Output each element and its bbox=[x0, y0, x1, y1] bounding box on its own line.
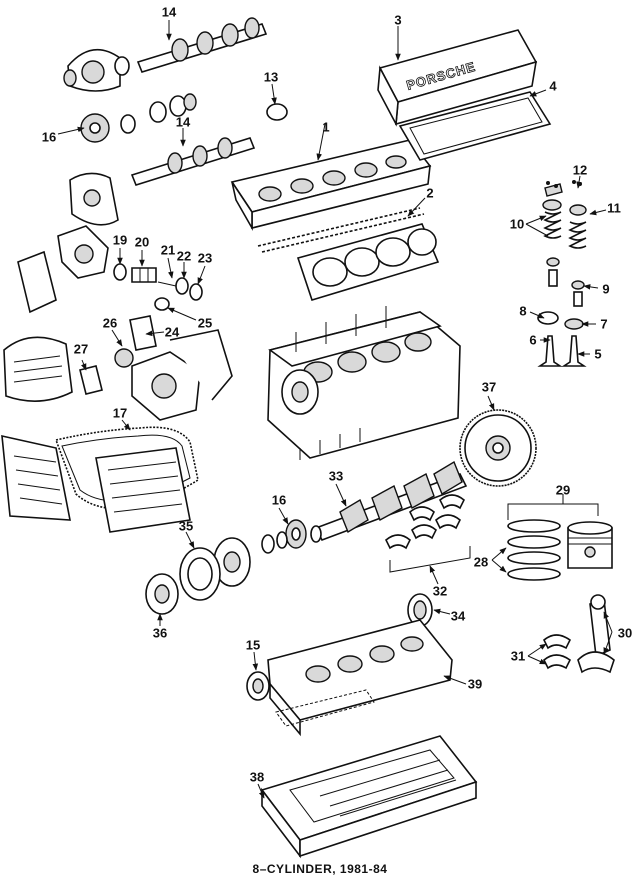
pulleys bbox=[145, 537, 251, 615]
camshaft-upper bbox=[136, 17, 268, 73]
seals-row bbox=[113, 263, 203, 311]
callout-35: 35 bbox=[178, 518, 194, 534]
callout-23: 23 bbox=[197, 250, 213, 266]
oil-pan bbox=[260, 735, 478, 859]
piston-rings bbox=[507, 503, 599, 581]
callout-30: 30 bbox=[617, 625, 633, 641]
callout-29: 29 bbox=[555, 482, 571, 498]
cam-sprocket bbox=[80, 93, 197, 143]
callout-16-lower: 16 bbox=[271, 492, 287, 508]
callout-13: 13 bbox=[263, 69, 279, 85]
cylinder-head bbox=[230, 139, 432, 232]
callout-26: 26 bbox=[102, 315, 118, 331]
callout-36: 36 bbox=[152, 625, 168, 641]
piston bbox=[567, 521, 613, 569]
rear-seal bbox=[407, 593, 433, 627]
callout-19: 19 bbox=[112, 232, 128, 248]
callout-15: 15 bbox=[245, 637, 261, 653]
callout-14-upper: 14 bbox=[161, 4, 177, 20]
crankshaft bbox=[310, 460, 468, 543]
callout-20: 20 bbox=[134, 234, 150, 250]
callout-33: 33 bbox=[328, 468, 344, 484]
valve-train bbox=[537, 180, 587, 367]
callout-16-upper: 16 bbox=[41, 129, 57, 145]
connecting-rods bbox=[543, 594, 615, 674]
callout-2: 2 bbox=[426, 185, 434, 201]
cam-cover-gasket bbox=[398, 91, 552, 161]
callout-25: 25 bbox=[197, 315, 213, 331]
head-gasket-strip bbox=[257, 207, 425, 253]
callout-38: 38 bbox=[249, 769, 265, 785]
callout-39: 39 bbox=[467, 676, 483, 692]
head-gasket bbox=[296, 223, 440, 301]
cam-cover: PORSCHE bbox=[377, 29, 538, 127]
callout-32: 32 bbox=[432, 583, 448, 599]
callout-8: 8 bbox=[519, 303, 527, 319]
timing-cover-left bbox=[3, 336, 73, 402]
tensioner bbox=[114, 315, 157, 368]
cam-sprocket-cover bbox=[63, 48, 130, 92]
callout-11: 11 bbox=[607, 200, 621, 216]
timing-cover-upper bbox=[69, 172, 119, 226]
flywheel bbox=[459, 409, 537, 487]
callout-10: 10 bbox=[509, 216, 525, 232]
tensioner-bracket bbox=[57, 225, 109, 279]
callout-31: 31 bbox=[510, 648, 526, 664]
lower-crankcase bbox=[267, 619, 453, 737]
left-cover-small bbox=[17, 250, 57, 314]
callout-3: 3 bbox=[394, 12, 402, 28]
callout-4: 4 bbox=[549, 78, 557, 94]
timing-cover-lower bbox=[1, 434, 191, 533]
main-bearings bbox=[385, 494, 471, 573]
callout-7: 7 bbox=[600, 316, 608, 332]
callout-12: 12 bbox=[572, 162, 588, 178]
crank-sprocket bbox=[261, 519, 307, 554]
callout-6: 6 bbox=[529, 332, 537, 348]
callout-5: 5 bbox=[594, 346, 602, 362]
water-pump bbox=[131, 329, 233, 421]
leader-lines bbox=[57, 20, 613, 799]
callout-34: 34 bbox=[450, 608, 466, 624]
callout-28: 28 bbox=[473, 554, 489, 570]
callout-24: 24 bbox=[164, 324, 180, 340]
callout-9: 9 bbox=[602, 281, 610, 297]
callout-37: 37 bbox=[481, 379, 497, 395]
camshaft-lower bbox=[130, 137, 256, 186]
diagram-caption: 8–CYLINDER, 1981-84 bbox=[252, 862, 388, 876]
bracket-27 bbox=[79, 365, 103, 395]
callout-27: 27 bbox=[73, 341, 89, 357]
front-seal bbox=[246, 671, 270, 701]
callout-22: 22 bbox=[176, 248, 192, 264]
callout-1: 1 bbox=[322, 119, 330, 135]
callout-17: 17 bbox=[112, 405, 128, 421]
tappet bbox=[266, 103, 288, 121]
callout-14-lower: 14 bbox=[175, 114, 191, 130]
callout-21: 21 bbox=[160, 242, 176, 258]
engine-block bbox=[267, 306, 461, 460]
